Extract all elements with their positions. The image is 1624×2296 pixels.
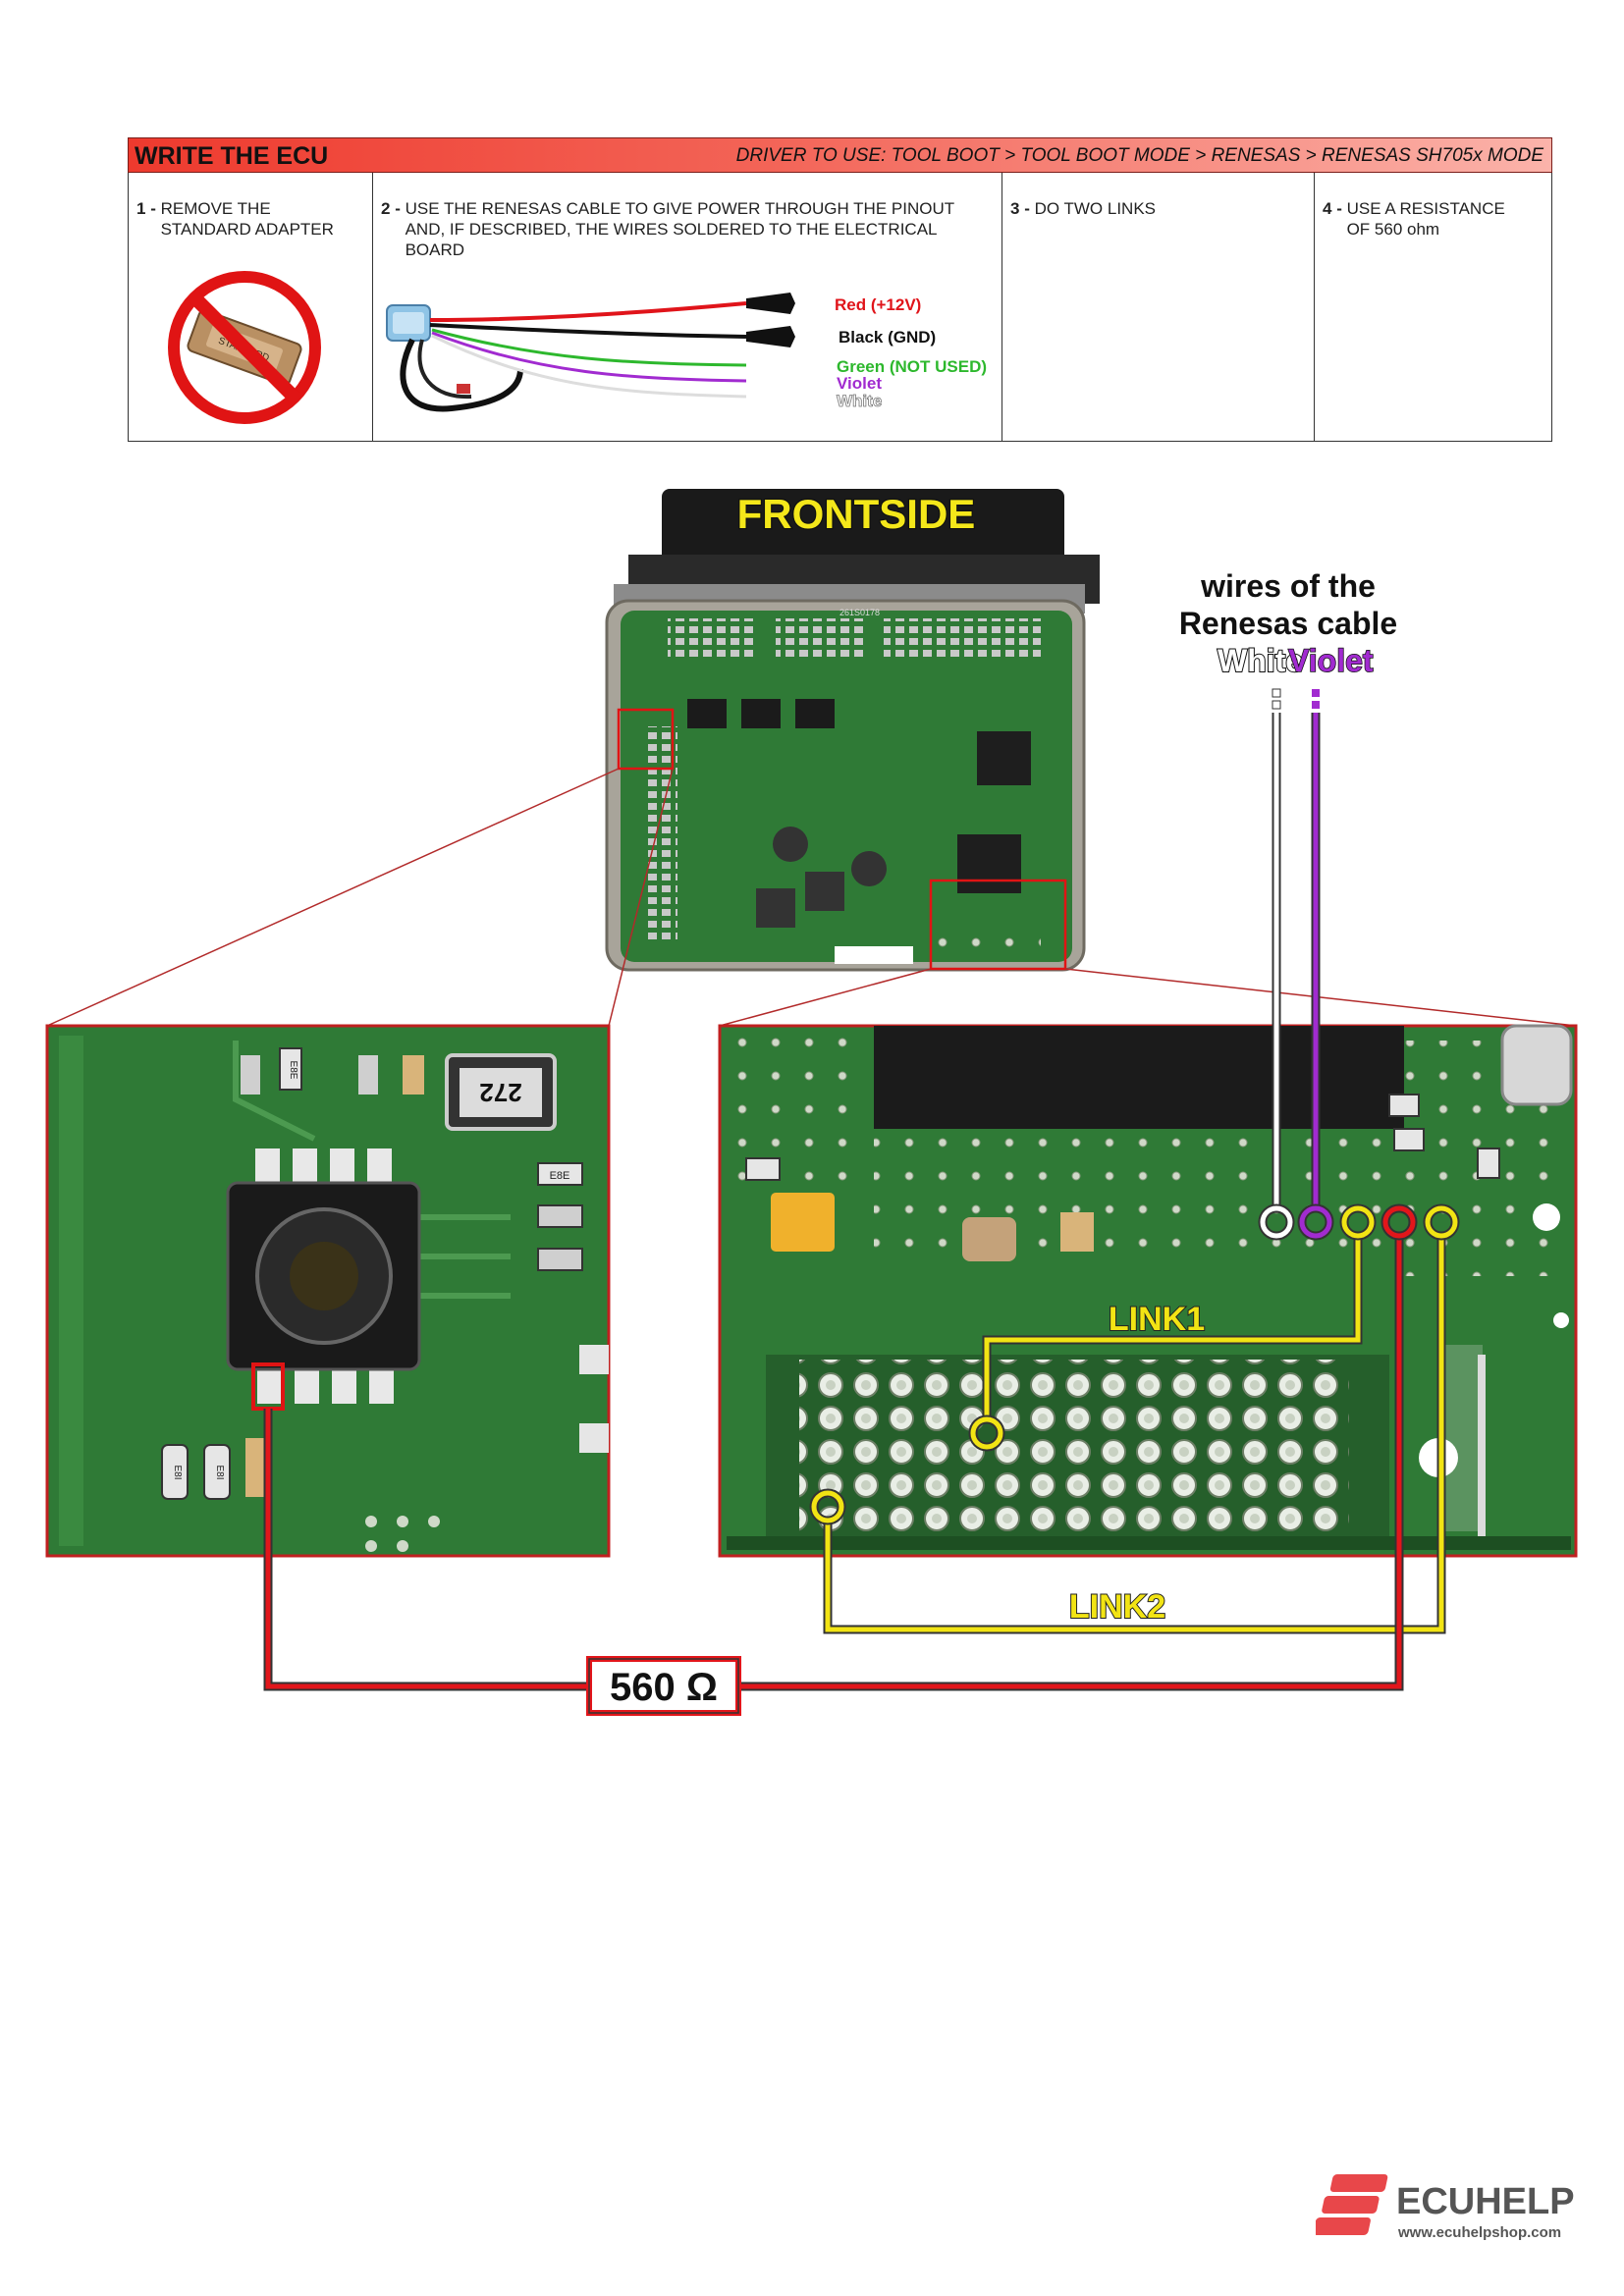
resistor-272-label: 272: [479, 1078, 521, 1107]
zoom-left-pcb: 272 E8E E8E E8I E8I: [45, 1024, 611, 1558]
step-text: USE A RESISTANCE OF 560 ohm: [1346, 199, 1505, 239]
resistor-value: 560 Ω: [610, 1666, 718, 1709]
ecu-unit: 261S0178: [605, 489, 1100, 972]
ecu-barcode: 261S0178: [839, 608, 880, 617]
wire-label-red: Red (+12V): [835, 295, 921, 314]
svg-text:E8E: E8E: [550, 1170, 570, 1182]
steps-table: 1 - REMOVE THE STANDARD ADAPTER STANDARD…: [128, 173, 1552, 442]
step-cell-1: 1 - REMOVE THE STANDARD ADAPTER STANDARD: [129, 173, 373, 441]
wire-label-green: Green (NOT USED): [837, 357, 987, 376]
step-number: 4: [1323, 199, 1332, 218]
page-title: WRITE THE ECU: [135, 142, 329, 170]
step-text: REMOVE THE STANDARD ADAPTER: [160, 199, 334, 239]
renesas-note-white: White: [1218, 643, 1303, 678]
renesas-note-line2: Renesas cable: [1179, 606, 1397, 641]
renesas-cable-illustration: Red (+12V) Black (GND) Green (NOT USED) …: [386, 293, 987, 412]
link2-label: LINK2: [1069, 1588, 1165, 1626]
step-text: DO TWO LINKS: [1034, 199, 1157, 218]
step-number: 2: [381, 199, 391, 218]
step-cell-4: 4 - USE A RESISTANCE OF 560 ohm: [1315, 173, 1553, 441]
ecuhelp-logo: ECUHELP www.ecuhelpshop.com: [1313, 2164, 1610, 2258]
step-number: 3: [1010, 199, 1020, 218]
link1-label: LINK1: [1109, 1301, 1205, 1338]
brand-name: ECUHELP: [1396, 2181, 1575, 2222]
driver-path: DRIVER TO USE: TOOL BOOT > TOOL BOOT MOD…: [735, 145, 1543, 166]
wire-label-white: White: [837, 392, 882, 410]
brand-url: www.ecuhelpshop.com: [1397, 2224, 1561, 2241]
resistor-wire: [263, 1203, 1418, 1716]
no-adapter-illustration: STANDARD: [168, 271, 321, 424]
svg-text:E8I: E8I: [172, 1465, 183, 1479]
step-cell-3: 3 - DO TWO LINKS: [1002, 173, 1315, 441]
step-number: 1: [136, 199, 146, 218]
renesas-note-line1: wires of the: [1200, 568, 1376, 604]
svg-text:E8I: E8I: [214, 1465, 225, 1479]
zoom-right-pcb: [718, 1024, 1578, 1558]
wire-label-violet: Violet: [837, 374, 882, 393]
renesas-note-violet: Violet: [1288, 643, 1374, 678]
frontside-label: FRONTSIDE: [737, 491, 976, 537]
header-bar: WRITE THE ECU DRIVER TO USE: TOOL BOOT >…: [128, 137, 1552, 173]
link2-wire: [809, 1203, 1460, 1634]
link1-wire: [968, 1203, 1377, 1452]
step-text: USE THE RENESAS CABLE TO GIVE POWER THRO…: [405, 199, 954, 259]
svg-text:E8E: E8E: [288, 1061, 298, 1080]
renesas-wires: [1258, 688, 1334, 1241]
wire-label-black: Black (GND): [839, 328, 936, 347]
step-cell-2: 2 - USE THE RENESAS CABLE TO GIVE POWER …: [373, 173, 1002, 441]
